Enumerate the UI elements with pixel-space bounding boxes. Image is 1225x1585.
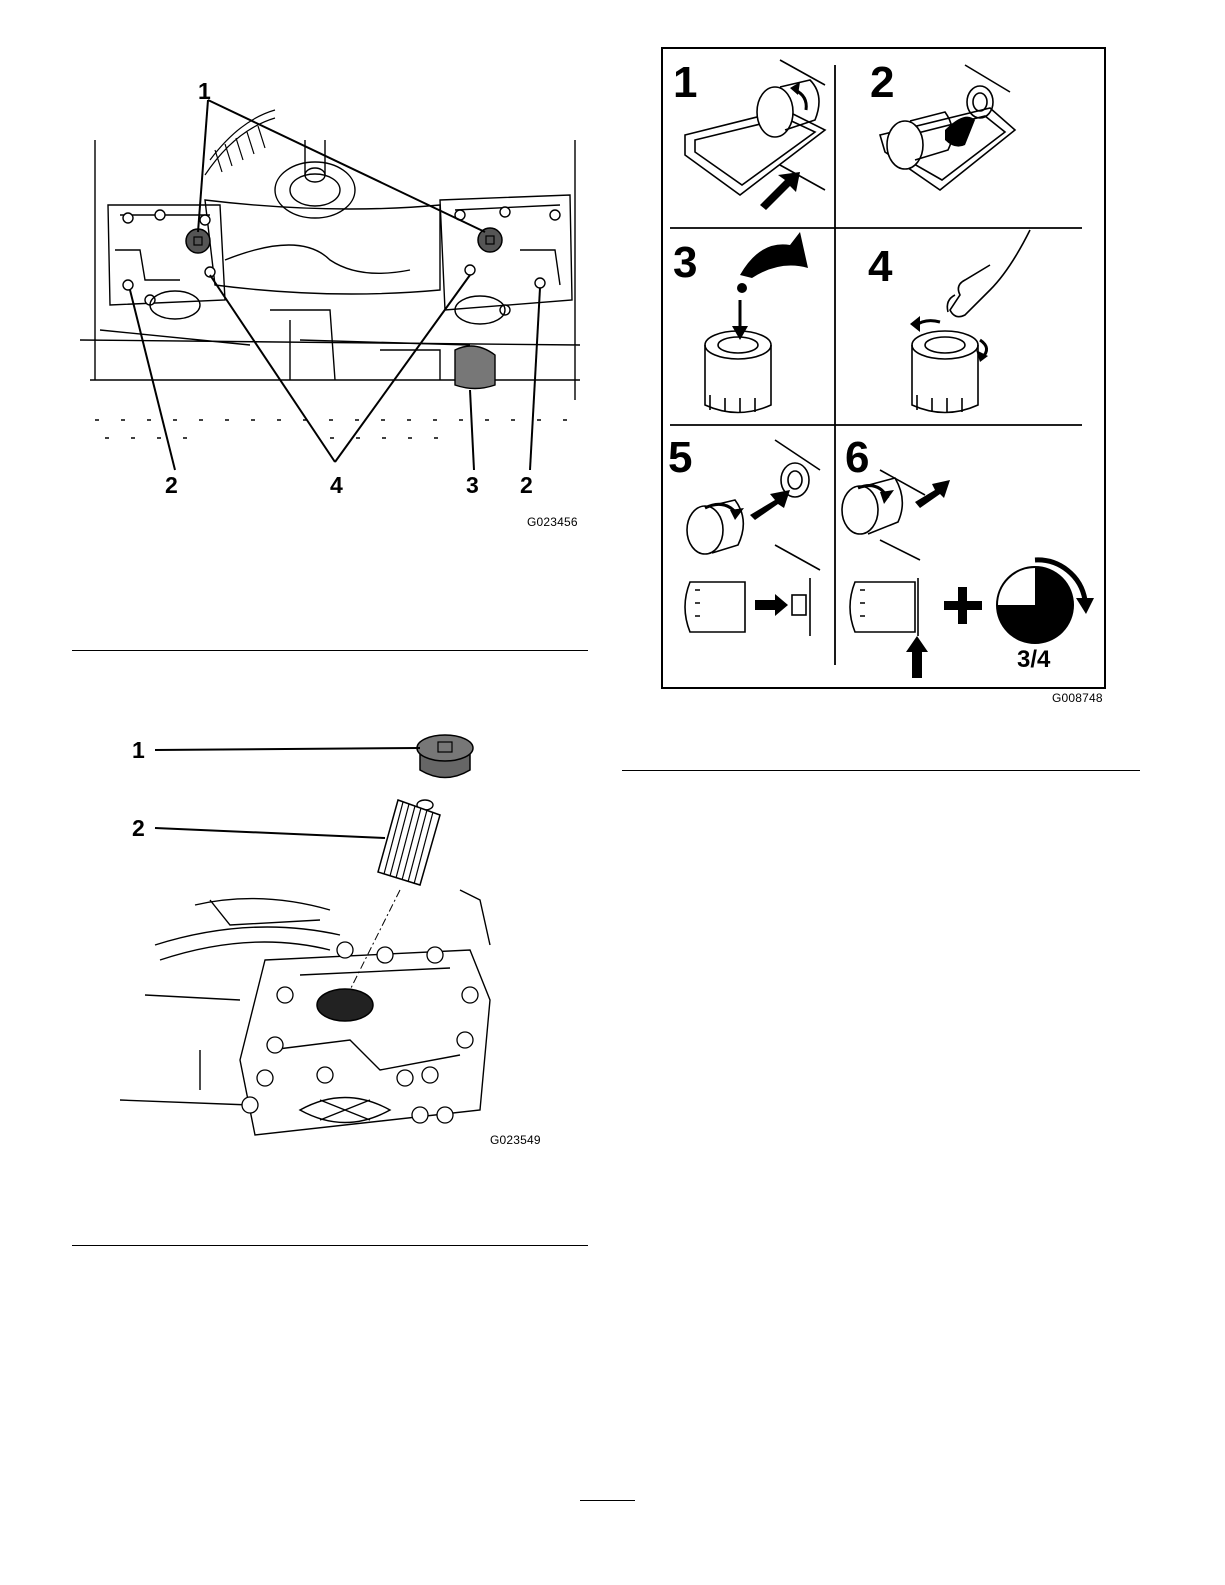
section-divider (622, 770, 1140, 771)
filter-callout-2: 2 (132, 817, 145, 840)
step-2-number: 2 (870, 58, 894, 108)
filter-figure-code: G023549 (490, 1133, 541, 1147)
page-number-rule (580, 1500, 635, 1501)
filter-callout-1: 1 (132, 739, 145, 762)
steps-figure-code: G008748 (1052, 691, 1103, 705)
step-6-number: 6 (845, 433, 869, 483)
step-1-number: 1 (673, 58, 697, 108)
section-divider (72, 1245, 588, 1246)
filter-steps-illustration (0, 0, 1225, 700)
step-3-number: 3 (673, 238, 697, 288)
step-5-number: 5 (668, 433, 692, 483)
turn-fraction-label: 3/4 (1017, 646, 1050, 674)
step-4-number: 4 (868, 242, 892, 292)
